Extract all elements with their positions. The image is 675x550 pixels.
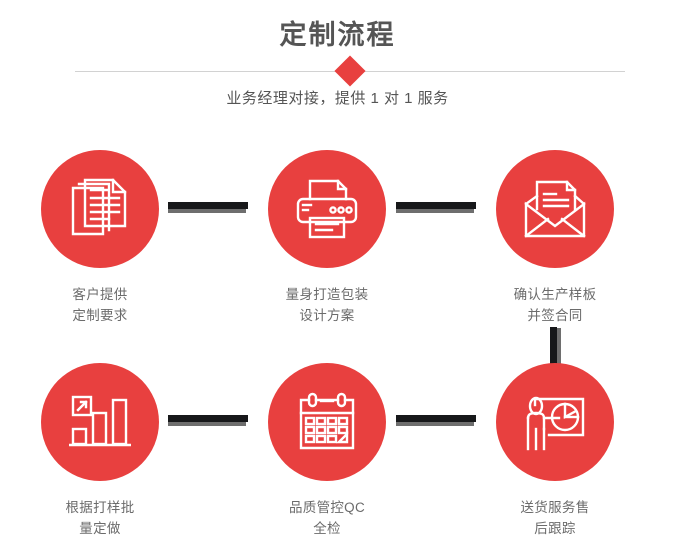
connector-step3-step6 [550,327,561,365]
connector-bar [168,415,248,422]
flow-step-6-label: 送货服务售 后跟踪 [520,500,590,536]
flow-step-5[interactable]: 品质管控QC 全检 [247,363,407,539]
flow-step-6-circle[interactable] [496,363,614,481]
connector-bar [550,327,557,365]
flow-step-3-label: 确认生产样板 并签合同 [513,287,597,323]
flow-step-3-circle[interactable] [496,150,614,268]
title-divider [75,55,625,87]
flow-step-1-circle[interactable] [41,150,159,268]
flow-step-4-circle[interactable] [41,363,159,481]
page-subtitle: 业务经理对接，提供 1 对 1 服务 [226,90,449,107]
flow-step-4-label: 根据打样批 量定做 [65,500,135,536]
connector-shadow [396,209,474,213]
page-title: 定制流程 [279,20,396,50]
connector-shadow [396,422,474,426]
connector-shadow [168,422,246,426]
connector-bar [396,415,476,422]
connector-shadow [168,209,246,213]
connector-step5-step6 [396,415,476,426]
connector-shadow [557,328,561,365]
flow-step-6[interactable]: 送货服务售 后跟踪 [475,363,635,539]
connector-step1-step2 [168,202,248,213]
connector-step2-step3 [396,202,476,213]
connector-step4-step5 [168,415,248,426]
flow-step-5-circle[interactable] [268,363,386,481]
connector-bar [168,202,248,209]
page-header: 定制流程 业务经理对接，提供 1 对 1 服务 [0,0,675,130]
flow-step-1-label: 客户提供 定制要求 [72,287,128,323]
flow-step-3[interactable]: 确认生产样板 并签合同 [475,150,635,326]
flow-step-2-label: 量身打造包装 设计方案 [285,287,369,323]
flow-step-5-label: 品质管控QC 全检 [288,500,366,536]
process-flow-diagram: 客户提供 定制要求 [0,150,675,550]
flow-step-4[interactable]: 根据打样批 量定做 [20,363,180,539]
connector-bar [396,202,476,209]
diamond-icon [334,55,366,87]
flow-step-2-circle[interactable] [268,150,386,268]
flow-step-2[interactable]: 量身打造包装 设计方案 [247,150,407,326]
flow-step-1[interactable]: 客户提供 定制要求 [20,150,180,326]
